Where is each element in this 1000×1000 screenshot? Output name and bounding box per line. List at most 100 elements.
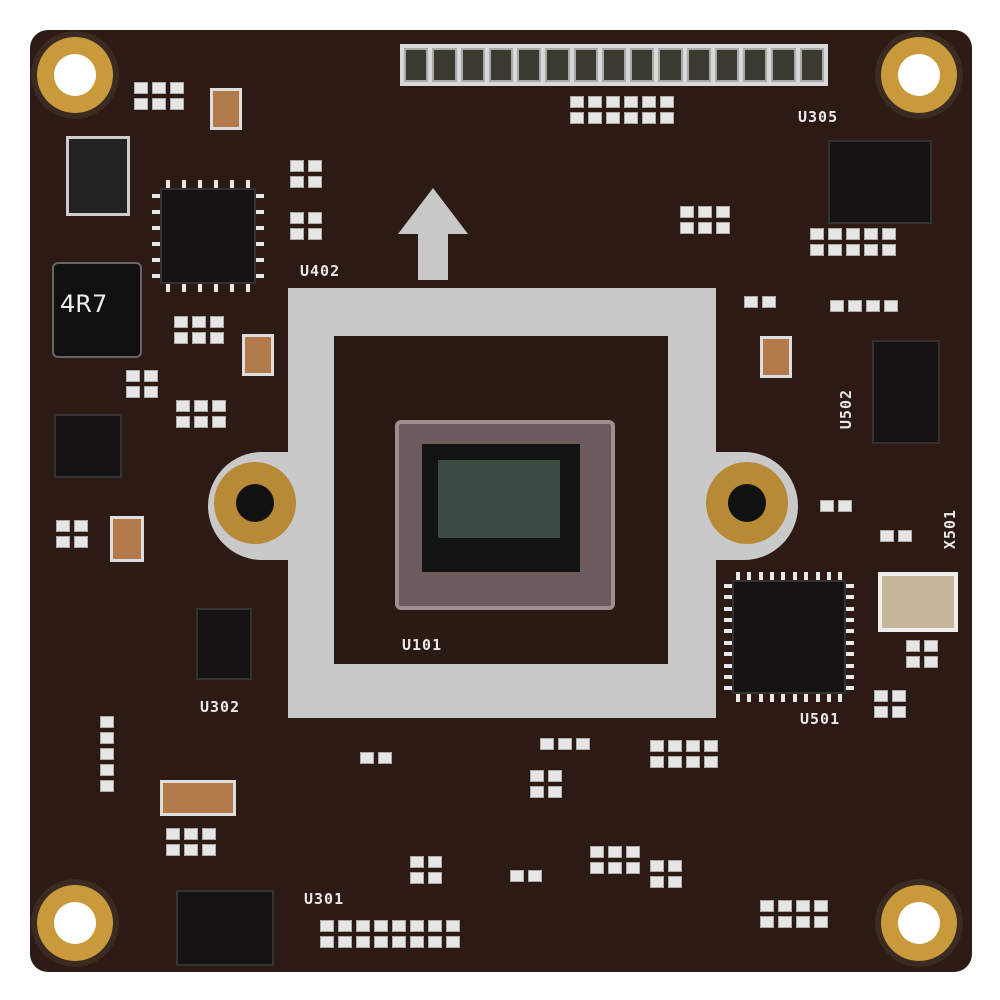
- smd-pad: [320, 936, 334, 948]
- chip-pin: [826, 694, 831, 702]
- lens-mount-screw-hole: [214, 462, 296, 544]
- smd-pad: [864, 228, 878, 240]
- inductor: [52, 262, 142, 358]
- lens-mount-screw-hole: [706, 462, 788, 544]
- chip-pin: [724, 595, 732, 600]
- chip-pin: [256, 258, 264, 262]
- label-u502: U502: [837, 388, 856, 430]
- smd-pad: [760, 900, 774, 912]
- smd-pad: [660, 96, 674, 108]
- smd-pad: [814, 900, 828, 912]
- smd-pad: [760, 916, 774, 928]
- smd-pad: [192, 316, 206, 328]
- qfp-chip-u501: [732, 580, 846, 694]
- smd-pad: [796, 900, 810, 912]
- header-pin: [799, 48, 824, 82]
- crystal-x501: [878, 572, 958, 632]
- header-pin: [545, 48, 570, 82]
- header-pin: [630, 48, 655, 82]
- smd-pad: [906, 656, 920, 668]
- smd-pad: [828, 244, 842, 256]
- capacitor: [110, 516, 144, 562]
- orientation-arrow-icon: [398, 188, 468, 280]
- smd-pad: [134, 98, 148, 110]
- smd-pad: [170, 82, 184, 94]
- smd-pad: [410, 856, 424, 868]
- chip-pin: [846, 674, 854, 679]
- smd-pad: [530, 770, 544, 782]
- chip-pin: [230, 180, 234, 188]
- chip-pin: [747, 694, 752, 702]
- smd-pad: [100, 764, 114, 776]
- chip-pin: [724, 583, 732, 588]
- smd-pad: [884, 300, 898, 312]
- smd-pad: [698, 222, 712, 234]
- smd-pad: [892, 690, 906, 702]
- smd-pad: [608, 862, 622, 874]
- smd-pad: [212, 400, 226, 412]
- corner-mounting-hole: [37, 37, 113, 113]
- smd-pad: [338, 920, 352, 932]
- chip-pin: [724, 674, 732, 679]
- header-pin: [404, 48, 429, 82]
- smd-pad: [290, 176, 304, 188]
- chip-pin: [152, 274, 160, 278]
- smd-pad: [820, 500, 834, 512]
- smd-pad: [540, 738, 554, 750]
- smd-pad: [446, 920, 460, 932]
- smd-pad: [392, 936, 406, 948]
- chip-pin: [804, 572, 809, 580]
- smd-pad: [882, 244, 896, 256]
- smd-pad: [924, 640, 938, 652]
- smd-pad: [144, 370, 158, 382]
- smd-pad: [192, 332, 206, 344]
- header-pin: [517, 48, 542, 82]
- smd-pad: [166, 828, 180, 840]
- chip-pin: [256, 210, 264, 214]
- smd-pad: [680, 222, 694, 234]
- label-u301: U301: [304, 890, 345, 908]
- header-pin: [686, 48, 711, 82]
- header-pin: [658, 48, 683, 82]
- smd-pad: [810, 228, 824, 240]
- inductor-label: 4R7: [60, 290, 108, 318]
- smd-pad: [892, 706, 906, 718]
- smd-pad: [100, 748, 114, 760]
- smd-pad: [680, 206, 694, 218]
- smd-pad: [814, 916, 828, 928]
- chip-pin: [256, 226, 264, 230]
- chip-pin: [724, 617, 732, 622]
- label-u101: U101: [402, 636, 443, 654]
- chip-pin: [246, 284, 250, 292]
- smd-pad: [698, 206, 712, 218]
- capacitor: [242, 334, 274, 376]
- smd-pad: [144, 386, 158, 398]
- chip-pin: [724, 629, 732, 634]
- smd-pad: [174, 316, 188, 328]
- smd-pad: [762, 296, 776, 308]
- smd-pad: [428, 856, 442, 868]
- smd-pad: [194, 416, 208, 428]
- smd-pad: [428, 920, 442, 932]
- chip-pin: [182, 284, 186, 292]
- corner-mounting-hole: [881, 885, 957, 961]
- smd-pad: [56, 520, 70, 532]
- chip-pin: [792, 572, 797, 580]
- smd-pad: [202, 844, 216, 856]
- smd-pad: [290, 228, 304, 240]
- pin-header: [400, 44, 828, 86]
- smd-pad: [392, 920, 406, 932]
- chip-pin: [152, 194, 160, 198]
- chip-pin: [152, 242, 160, 246]
- chip-pin: [724, 640, 732, 645]
- label-u402: U402: [300, 262, 341, 280]
- smd-pad: [152, 98, 166, 110]
- chip-pin: [724, 652, 732, 657]
- header-pin: [601, 48, 627, 82]
- smd-pad: [704, 756, 718, 768]
- chip-pin: [826, 572, 831, 580]
- smd-pad: [134, 82, 148, 94]
- ic-u301: [176, 890, 274, 966]
- smd-pad: [570, 112, 584, 124]
- chip-pin: [781, 694, 786, 702]
